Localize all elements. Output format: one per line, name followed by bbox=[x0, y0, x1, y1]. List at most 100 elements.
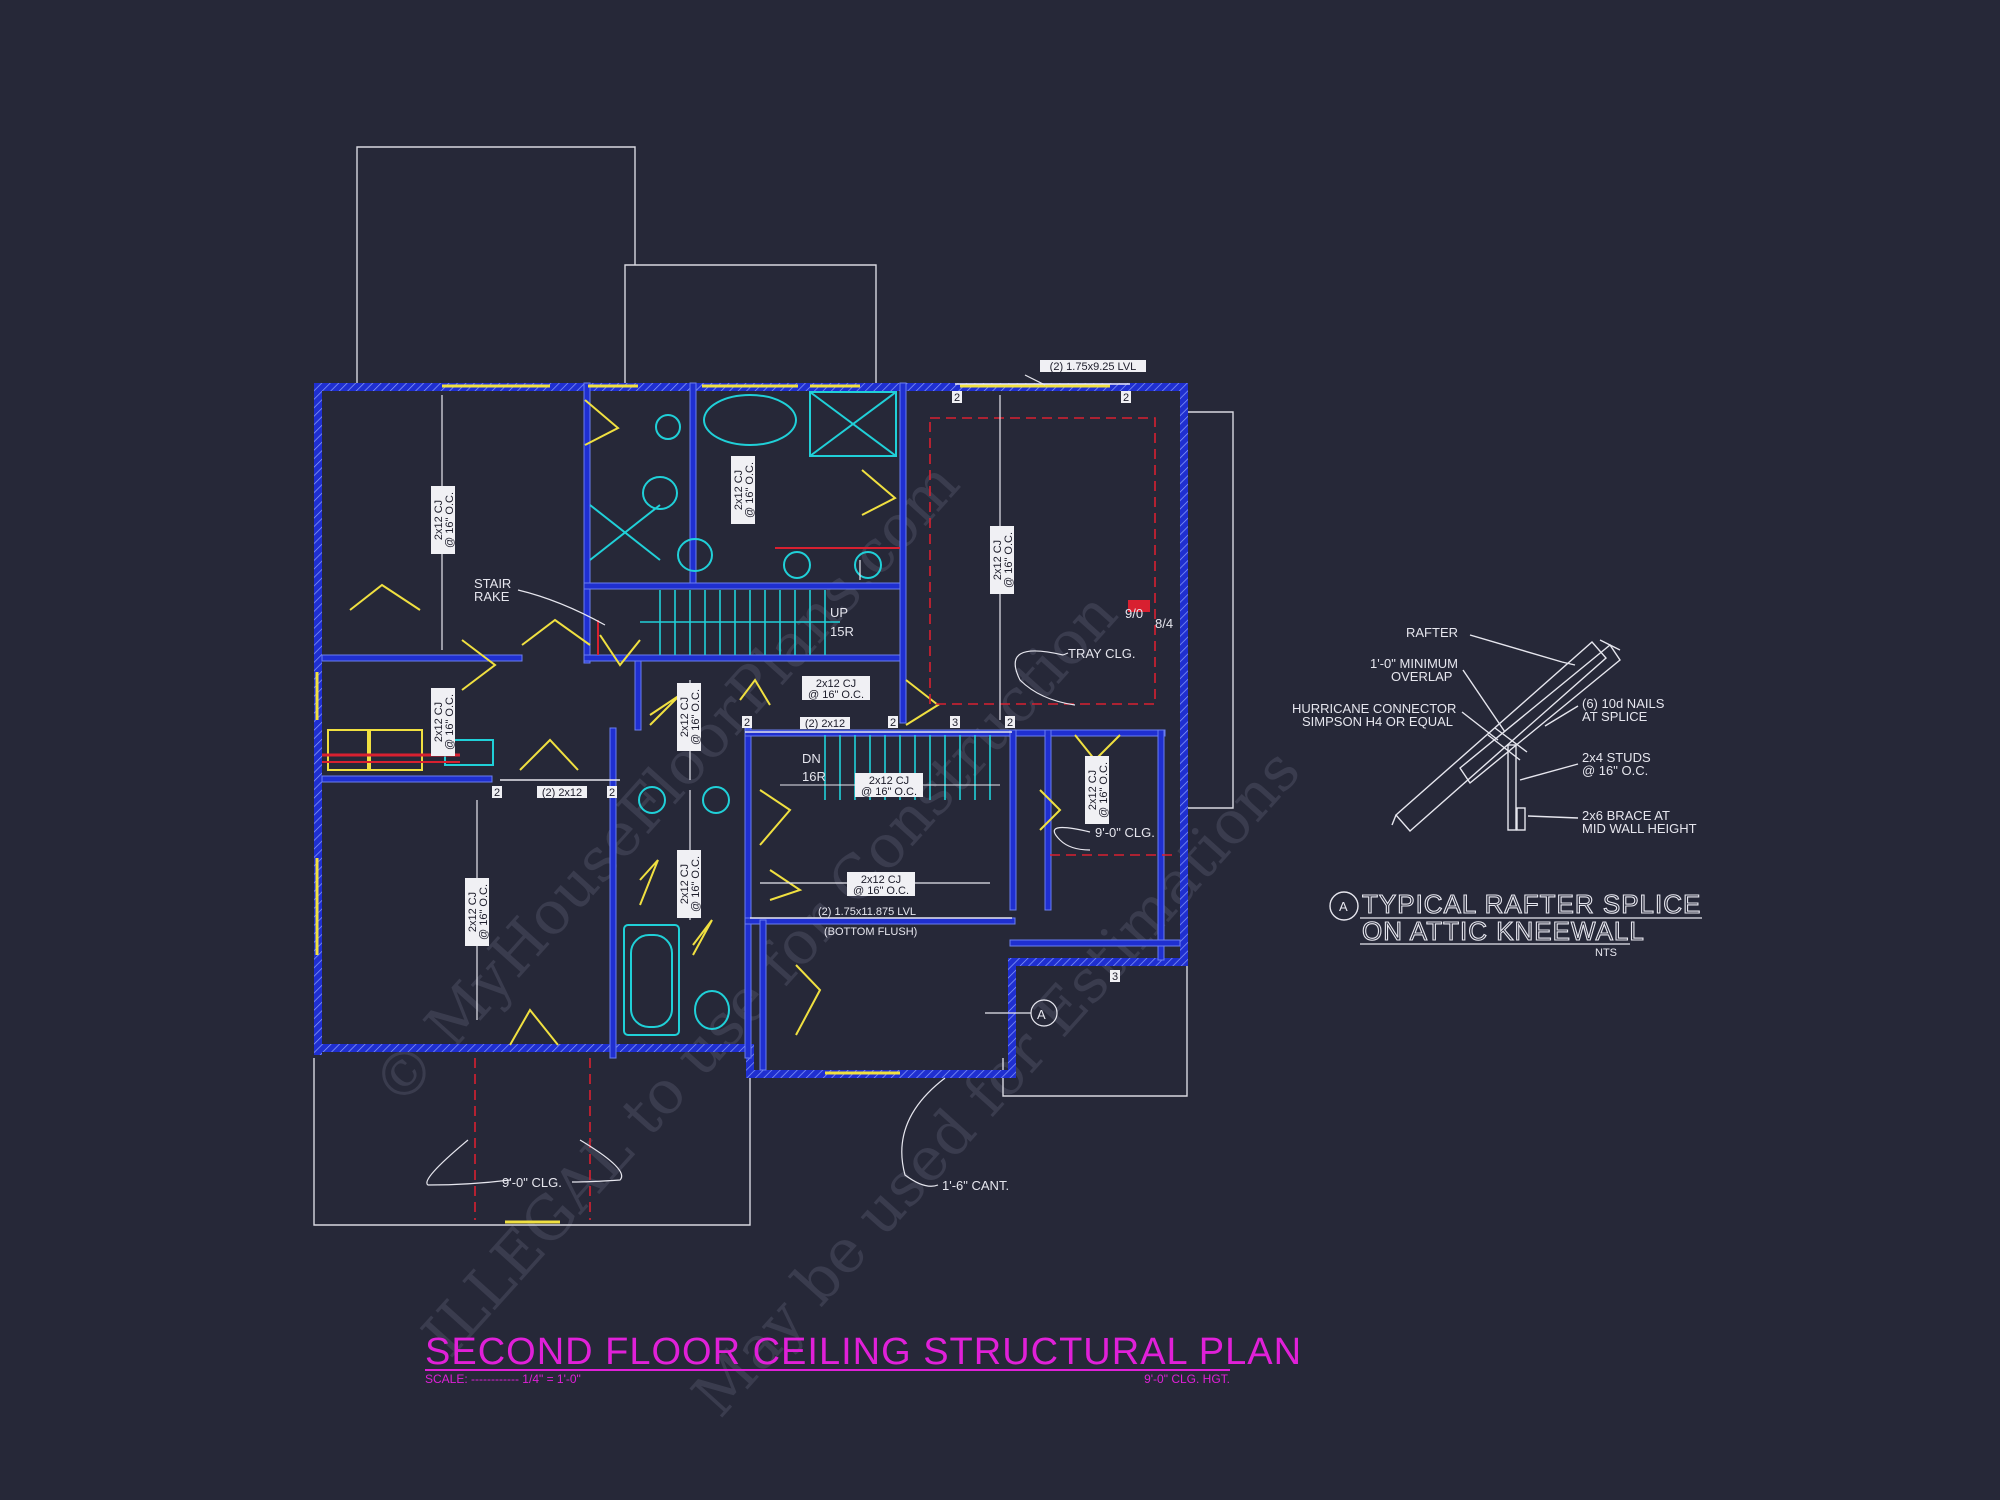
beam-num-3: 3 bbox=[952, 717, 958, 729]
beam-num-6: 2 bbox=[609, 787, 615, 799]
beam-label-boxes: (2) 2x12 (2) 2x12 (2) 1.75x9.25 LVL bbox=[537, 360, 1146, 799]
leaders bbox=[426, 374, 1091, 1187]
toilet-1 bbox=[642, 476, 678, 510]
title-block: SECOND FLOOR CEILING STRUCTURAL PLAN SCA… bbox=[425, 1331, 1302, 1386]
clg-bottom-label: 9'-0" CLG. bbox=[502, 1175, 562, 1190]
detail-marker-label: A bbox=[1339, 899, 1348, 914]
joist-tag-3-size: 2x12 CJ bbox=[992, 540, 1004, 580]
joist-tag-3-spacing: @ 16" O.C. bbox=[1003, 532, 1015, 588]
joist-tag-1: 2x12 CJ @ 16" O.C. bbox=[431, 486, 456, 554]
wall-jog bbox=[746, 1044, 754, 1078]
detail-hurricane-label-1: HURRICANE CONNECTOR bbox=[1292, 701, 1456, 716]
wall-br1-south bbox=[321, 654, 523, 662]
detail-hurricane-label-2: SIMPSON H4 OR EQUAL bbox=[1302, 714, 1453, 729]
sink-3 bbox=[854, 551, 882, 579]
detail-nts-label: NTS bbox=[1595, 947, 1617, 959]
wall-stair-bottom bbox=[583, 654, 901, 662]
fixtures bbox=[444, 391, 897, 1036]
top-lvl-label: (2) 1.75x9.25 LVL bbox=[1050, 361, 1137, 373]
wall-bath2-east bbox=[744, 727, 752, 1059]
detail-brace-label-2: MID WALL HEIGHT bbox=[1582, 821, 1697, 836]
wall-hall-south bbox=[321, 775, 493, 783]
detail-brace-label-1: 2x6 BRACE AT bbox=[1582, 808, 1670, 823]
watermark-line-3: May be used for Estimations bbox=[679, 736, 1314, 1430]
joist-tag-5-spacing: @ 16" O.C. bbox=[690, 689, 702, 745]
detail-overlap-label-1: 1'-0" MINIMUM bbox=[1370, 656, 1458, 671]
detail-studs-label-2: @ 16" O.C. bbox=[1582, 763, 1648, 778]
brace bbox=[1516, 807, 1526, 831]
joist-tag-8-spacing: @ 16" O.C. bbox=[1098, 762, 1110, 818]
detail-title-line-1: TYPICAL RAFTER SPLICE bbox=[1362, 889, 1701, 919]
stair-rake-leader bbox=[517, 589, 606, 626]
closet-door-1 bbox=[349, 583, 421, 611]
pitch-label-b: 8/4 bbox=[1155, 616, 1173, 631]
joist-tag-11: 2x12 CJ @ 16" O.C. bbox=[847, 872, 915, 897]
door-16 bbox=[1039, 789, 1062, 831]
beam-num-7: 2 bbox=[954, 392, 960, 404]
bathtub-inner bbox=[630, 934, 673, 1028]
wall-stair-left bbox=[634, 659, 642, 731]
toilet-2 bbox=[677, 538, 713, 572]
detail-overlap-label-2: OVERLAP bbox=[1391, 669, 1452, 684]
roof-outline-center bbox=[624, 264, 877, 385]
drawing-title: SECOND FLOOR CEILING STRUCTURAL PLAN bbox=[425, 1331, 1302, 1373]
door-9 bbox=[759, 789, 792, 846]
door-8 bbox=[905, 679, 940, 726]
wall-bath2-west bbox=[609, 727, 617, 1059]
clg-right-label: 9'-0" CLG. bbox=[1095, 825, 1155, 840]
beam-num-9: 3 bbox=[1112, 971, 1118, 983]
section-marker-label: A bbox=[1037, 1007, 1046, 1022]
beams bbox=[322, 417, 1175, 1220]
detail-nails-label-2: AT SPLICE bbox=[1582, 709, 1648, 724]
door-10 bbox=[769, 869, 803, 901]
beam-markers: 2 2 3 2 2 2 2 2 3 bbox=[492, 391, 1131, 983]
joist-tag-6: 2x12 CJ @ 16" O.C. bbox=[465, 878, 490, 946]
detail-title-line-2: ON ATTIC KNEEWALL bbox=[1362, 916, 1645, 946]
plan-labels: STAIR RAKE UP 15R DN 16R TRAY CLG. 9/0 8… bbox=[474, 576, 1173, 1193]
stair-up bbox=[640, 590, 840, 655]
cant-label: 1'-6" CANT. bbox=[942, 1178, 1009, 1193]
joist-tag-4: 2x12 CJ @ 16" O.C. bbox=[431, 688, 456, 756]
door-12 bbox=[692, 919, 713, 956]
toilet-3 bbox=[694, 990, 730, 1030]
lvl-beam-label: (2) 1.75x11.875 LVL bbox=[818, 906, 916, 918]
door-7 bbox=[739, 678, 771, 706]
shower bbox=[809, 391, 897, 457]
joist-tag-4-size: 2x12 CJ bbox=[433, 702, 445, 742]
stair-rake-label-2: RAKE bbox=[474, 589, 510, 604]
joist-tag-11-size: 2x12 CJ bbox=[861, 874, 901, 886]
wall-bath-west bbox=[583, 382, 591, 664]
dn-risers-label: 16R bbox=[802, 769, 826, 784]
roof-outline-right bbox=[1185, 411, 1234, 809]
wall-south-left bbox=[314, 1044, 754, 1052]
closet-door-2 bbox=[519, 738, 579, 771]
rafter-splice-detail: RAFTER 1'-0" MINIMUM OVERLAP HURRICANE C… bbox=[1292, 625, 1702, 959]
beam-num-4: 2 bbox=[1007, 717, 1013, 729]
door-11 bbox=[639, 859, 659, 906]
sink-1 bbox=[655, 414, 681, 440]
beam-num-5: 2 bbox=[494, 787, 500, 799]
pitch-marker bbox=[1128, 600, 1150, 612]
joist-tag-7-spacing: @ 16" O.C. bbox=[690, 856, 702, 912]
sink-4 bbox=[638, 786, 666, 814]
detail-nails-label-1: (6) 10d NAILS bbox=[1582, 696, 1665, 711]
detail-studs-label-1: 2x4 STUDS bbox=[1582, 750, 1651, 765]
joist-tag-6-spacing: @ 16" O.C. bbox=[478, 884, 490, 940]
windows bbox=[315, 384, 1110, 1224]
beam-lines bbox=[500, 383, 1130, 919]
joist-tag-11-spacing: @ 16" O.C. bbox=[853, 885, 909, 897]
door-3 bbox=[521, 618, 591, 646]
doors bbox=[349, 399, 1121, 1046]
joist-tag-7: 2x12 CJ @ 16" O.C. bbox=[677, 850, 702, 918]
joist-tag-6-size: 2x12 CJ bbox=[467, 892, 479, 932]
rafter-upper bbox=[1459, 643, 1621, 785]
interior-walls bbox=[321, 382, 1181, 1071]
wall-closet-3 bbox=[759, 919, 767, 1071]
joist-tag-9: 2x12 CJ @ 16" O.C. bbox=[802, 676, 870, 701]
tray-ceiling-outline bbox=[929, 417, 1156, 705]
rafter-lower bbox=[1395, 641, 1607, 832]
joist-tag-8: 2x12 CJ @ 16" O.C. bbox=[1085, 756, 1110, 824]
kneewall-stud bbox=[1507, 744, 1517, 831]
wall-landing-top bbox=[744, 729, 1166, 737]
